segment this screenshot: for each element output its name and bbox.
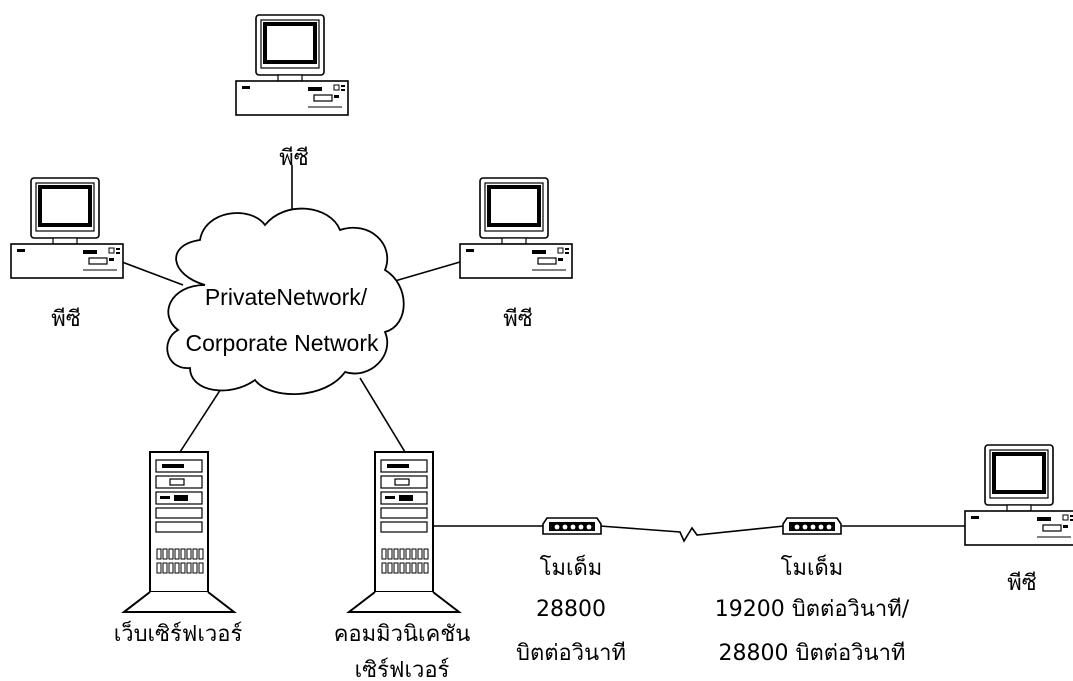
right-modem-label: โมเด็ม	[781, 553, 844, 581]
left-modem-speed-line1: 28800	[536, 597, 606, 622]
left-pc-label: พีซี	[51, 307, 81, 332]
remote-pc-icon	[963, 443, 1073, 547]
left-modem-icon	[542, 517, 602, 535]
comm-server-label-line1: คอมมิวนิเคชัน	[334, 622, 471, 647]
link-left-pc-cloud	[121, 261, 184, 286]
top-pc-icon	[234, 13, 350, 117]
right-modem-speed-line1: 19200 บิตต่อวินาที/	[715, 597, 910, 622]
network-cloud	[166, 207, 405, 396]
cloud-label-line1: PrivateNetwork/	[205, 284, 368, 310]
link-cloud-comm-server	[359, 377, 406, 453]
web-server-icon	[123, 451, 235, 613]
right-pc-label: พีซี	[503, 307, 533, 332]
right-modem-icon	[782, 517, 842, 535]
left-modem-label: โมเด็ม	[540, 553, 603, 581]
remote-pc-label: พีซี	[1007, 571, 1037, 596]
phone-line-zigzag	[599, 525, 785, 543]
cloud-label-line2: Corporate Network	[185, 330, 379, 356]
left-pc-icon	[9, 176, 125, 280]
link-right-pc-cloud	[387, 261, 461, 284]
comm-server-icon	[348, 451, 460, 613]
right-pc-icon	[458, 176, 574, 280]
right-modem-speed-line2: 28800 บิตต่อวินาที	[719, 641, 906, 666]
top-pc-label: พีซี	[279, 146, 309, 171]
left-modem-speed-line2: บิตต่อวินาที	[516, 641, 626, 666]
web-server-label: เว็บเซิร์ฟเวอร์	[114, 619, 243, 647]
comm-server-label-line2: เซิร์ฟเวอร์	[355, 658, 450, 681]
